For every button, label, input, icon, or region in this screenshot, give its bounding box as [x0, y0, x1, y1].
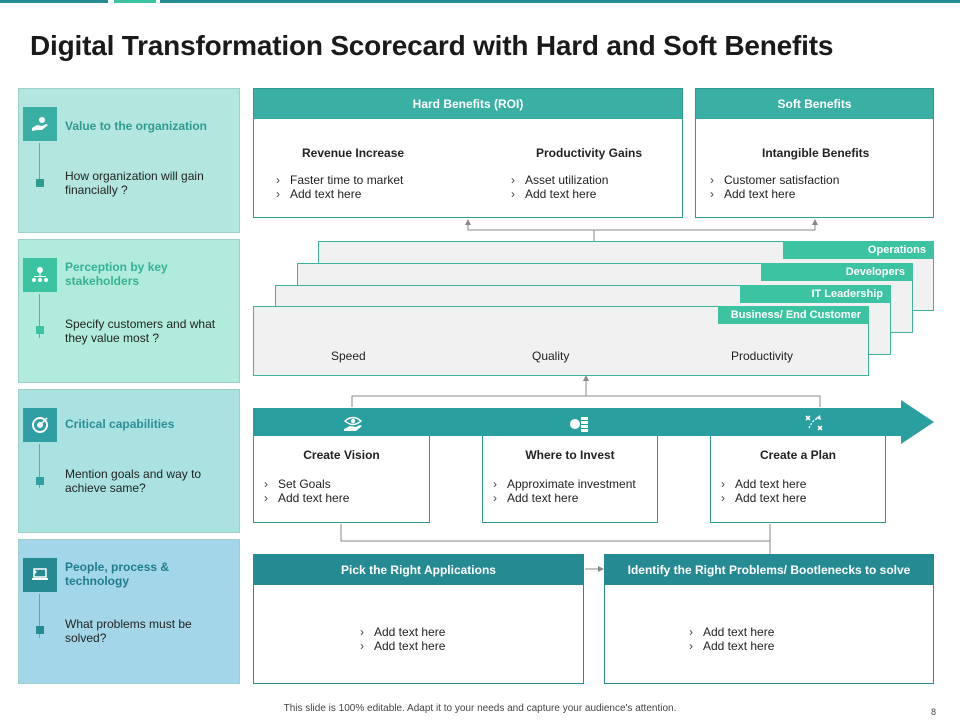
left-panel-people: People, process & technology What proble… [18, 539, 240, 684]
hard-benefits-header: Hard Benefits (ROI) [254, 89, 682, 119]
hand-money-icon [23, 107, 57, 141]
list-item: Faster time to market [276, 173, 403, 187]
list-item: Customer satisfaction [710, 173, 839, 187]
list-item: Add text here [511, 187, 608, 201]
layer-label-developers: Developers [761, 263, 913, 281]
list-item: Asset utilization [511, 173, 608, 187]
connector-line [39, 444, 40, 488]
step-title: Create a Plan [759, 448, 837, 462]
target-icon [23, 408, 57, 442]
step-create-vision: Create Vision Set Goals Add text here [253, 436, 430, 523]
list-item: Add text here [721, 477, 806, 491]
pick-applications-box: Pick the Right Applications Add text her… [253, 554, 584, 684]
list-item: Add text here [264, 491, 349, 505]
left-panel-text: Mention goals and way to achieve same? [65, 467, 202, 495]
stakeholders-icon [23, 258, 57, 292]
identify-problems-header: Identify the Right Problems/ Bootlenecks… [605, 555, 933, 585]
metric-speed: Speed [331, 349, 366, 363]
intangible-benefits-title: Intangible Benefits [762, 146, 870, 160]
page-title: Digital Transformation Scorecard with Ha… [30, 30, 834, 61]
step-list: Add text here Add text here [721, 477, 806, 505]
identify-problems-box: Identify the Right Problems/ Bootlenecks… [604, 554, 934, 684]
page-number: 8 [931, 707, 937, 717]
list-item: Add text here [689, 639, 774, 653]
top-accent-bar-3 [160, 0, 960, 3]
layer-label-operations: Operations [783, 241, 934, 259]
laptop-person-icon [23, 558, 57, 592]
metric-productivity: Productivity [731, 349, 794, 363]
list-item: Add text here [710, 187, 839, 201]
left-panel-text: What problems must be solved? [65, 617, 192, 645]
step-list: Approximate investment Add text here [493, 477, 636, 505]
left-panel-heading: Value to the organization [65, 119, 208, 133]
connector-line [39, 294, 40, 338]
left-panel-text: How organization will gain financially ? [65, 169, 204, 197]
productivity-gains-list: Asset utilization Add text here [511, 173, 608, 201]
left-panel-text: Specify customers and what they value mo… [65, 317, 216, 345]
connector-line [39, 594, 40, 638]
left-panel-heading: People, process & technology [65, 560, 170, 588]
list-item: Add text here [360, 625, 445, 639]
step-list: Set Goals Add text here [264, 477, 349, 505]
pick-applications-header: Pick the Right Applications [254, 555, 583, 585]
revenue-increase-title: Revenue Increase [302, 146, 405, 160]
intangible-benefits-list: Customer satisfaction Add text here [710, 173, 839, 201]
list-item: Set Goals [264, 477, 349, 491]
list-item: Add text here [276, 187, 403, 201]
left-panel-heading: Critical capabilities [65, 417, 175, 431]
metric-quality: Quality [532, 349, 570, 363]
bullet-square [36, 179, 44, 187]
hand-eye-icon [343, 416, 363, 431]
plan-icon [805, 415, 823, 431]
layer-label-business-end-customer: Business/ End Customer [718, 306, 869, 324]
soft-benefits-header: Soft Benefits [696, 89, 933, 119]
list-item: Approximate investment [493, 477, 636, 491]
list-item: Add text here [360, 639, 445, 653]
layer-label-it-leadership: IT Leadership [740, 285, 891, 303]
coins-icon [570, 417, 588, 432]
bullet-square [36, 326, 44, 334]
hard-benefits-box: Hard Benefits (ROI) Revenue Increase Fas… [253, 88, 683, 218]
top-accent-bar-1 [0, 0, 108, 3]
step-create-plan: Create a Plan Add text here Add text her… [710, 436, 886, 523]
pick-applications-list: Add text here Add text here [360, 625, 445, 653]
step-title: Where to Invest [525, 448, 615, 462]
left-panel-value: Value to the organization How organizati… [18, 88, 240, 233]
identify-problems-list: Add text here Add text here [689, 625, 774, 653]
step-title: Create Vision [303, 448, 380, 462]
footer-note: This slide is 100% editable. Adapt it to… [283, 703, 677, 714]
connector-line [39, 143, 40, 187]
soft-benefits-box: Soft Benefits Intangible Benefits Custom… [695, 88, 934, 218]
revenue-increase-list: Faster time to market Add text here [276, 173, 403, 201]
list-item: Add text here [721, 491, 806, 505]
list-item: Add text here [493, 491, 636, 505]
process-arrow [253, 400, 934, 444]
productivity-gains-title: Productivity Gains [536, 146, 643, 160]
bullet-square [36, 477, 44, 485]
list-item: Add text here [689, 625, 774, 639]
left-panel-heading: Perception by key stakeholders [65, 260, 168, 288]
left-panel-perception: Perception by key stakeholders Specify c… [18, 239, 240, 383]
bullet-square [36, 626, 44, 634]
step-where-to-invest: Where to Invest Approximate investment A… [482, 436, 658, 523]
top-accent-bar-2 [114, 0, 156, 3]
left-panel-capabilities: Critical capabilities Mention goals and … [18, 389, 240, 533]
